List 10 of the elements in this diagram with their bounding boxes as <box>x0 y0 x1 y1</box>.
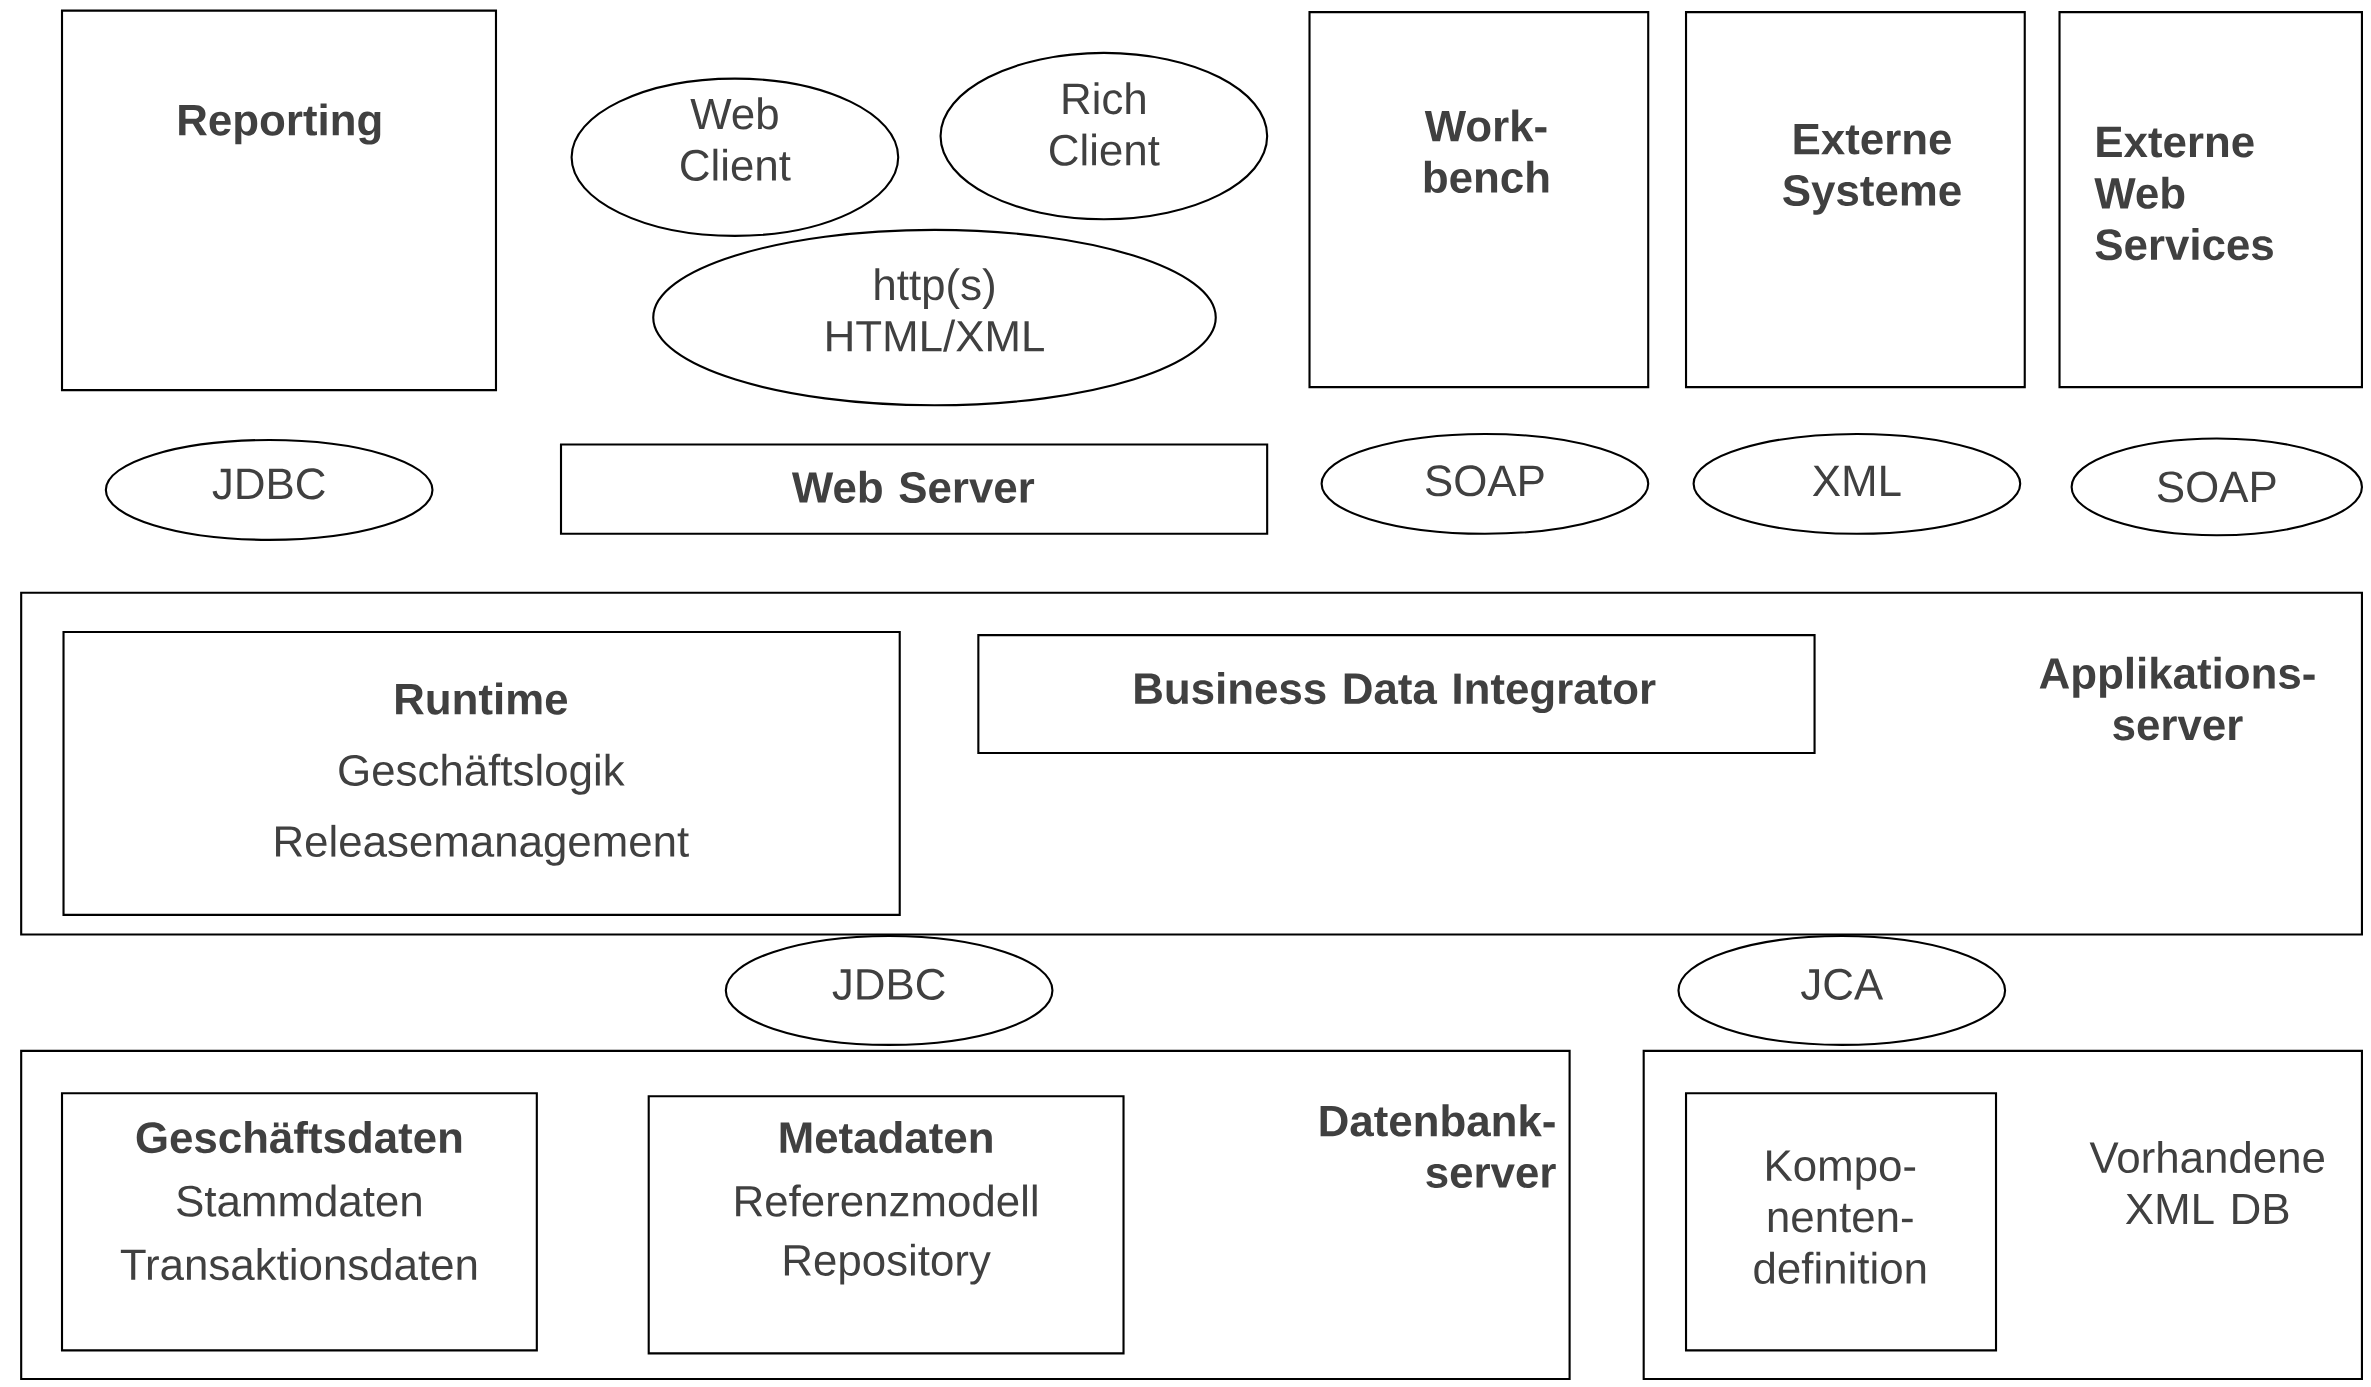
component-box: Externe Systeme <box>1684 11 2026 389</box>
component-box: Web Server <box>559 443 1269 536</box>
component-box: Work- bench <box>1308 11 1650 389</box>
component-box: Runtime Geschäftslogik Releasemanagement <box>62 631 901 917</box>
component-box: Reporting <box>60 9 498 392</box>
component-box: Metadaten Referenzmodell Repository <box>647 1095 1125 1355</box>
component-box: Externe Web Services <box>2058 11 2363 389</box>
component-box: Geschäftsdaten Stammdaten Transaktionsdaten <box>60 1092 538 1352</box>
component-box: Business Data Integrator <box>977 634 1816 755</box>
component-box: Kompo- nenten- definition <box>1684 1092 1998 1352</box>
